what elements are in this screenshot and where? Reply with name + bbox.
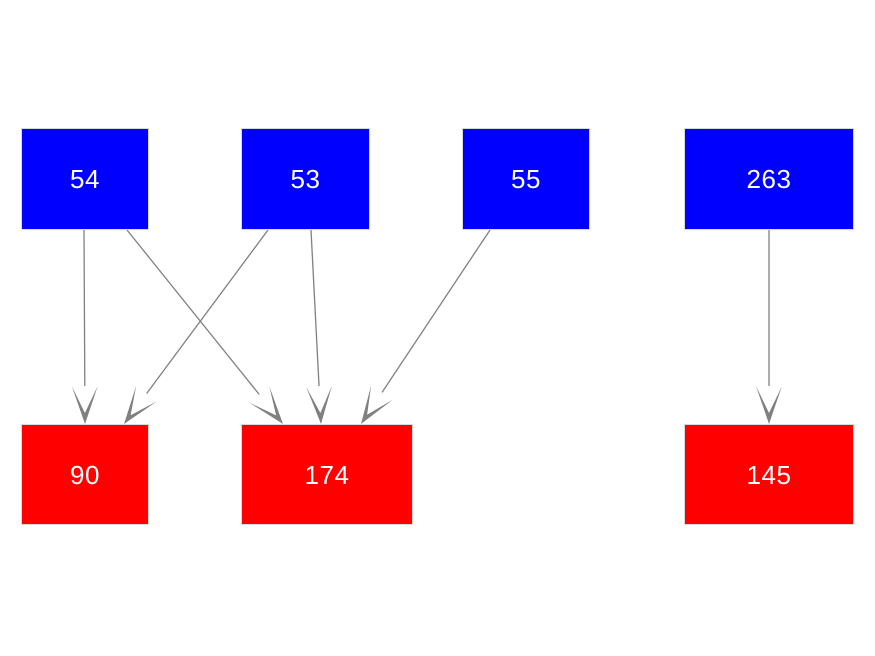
arrowhead-icon <box>249 386 283 424</box>
node-label: 174 <box>304 459 350 490</box>
edge-line <box>381 229 491 393</box>
arrowhead-icon <box>124 385 158 424</box>
node-label: 54 <box>70 164 100 194</box>
arrowhead-icon <box>306 385 332 424</box>
node-target-145[interactable]: 145 <box>684 424 854 525</box>
edge-line <box>126 229 260 395</box>
node-target-174[interactable]: 174 <box>241 424 413 525</box>
arrowhead-icon <box>756 386 782 424</box>
node-source-53[interactable]: 53 <box>241 128 370 230</box>
edge-line <box>146 229 269 394</box>
edge-line <box>310 229 320 387</box>
edge-line <box>83 229 86 387</box>
node-label: 90 <box>70 459 100 490</box>
node-label: 53 <box>290 164 321 194</box>
node-label: 145 <box>746 459 792 490</box>
node-target-90[interactable]: 90 <box>21 424 149 525</box>
node-source-54[interactable]: 54 <box>21 128 149 230</box>
node-source-263[interactable]: 263 <box>684 128 854 230</box>
node-source-55[interactable]: 55 <box>462 128 590 230</box>
arrowhead-icon <box>71 385 98 424</box>
edge-group <box>71 229 782 424</box>
node-label: 263 <box>746 164 792 194</box>
arrowhead-icon <box>361 385 393 424</box>
node-label: 55 <box>511 164 541 194</box>
